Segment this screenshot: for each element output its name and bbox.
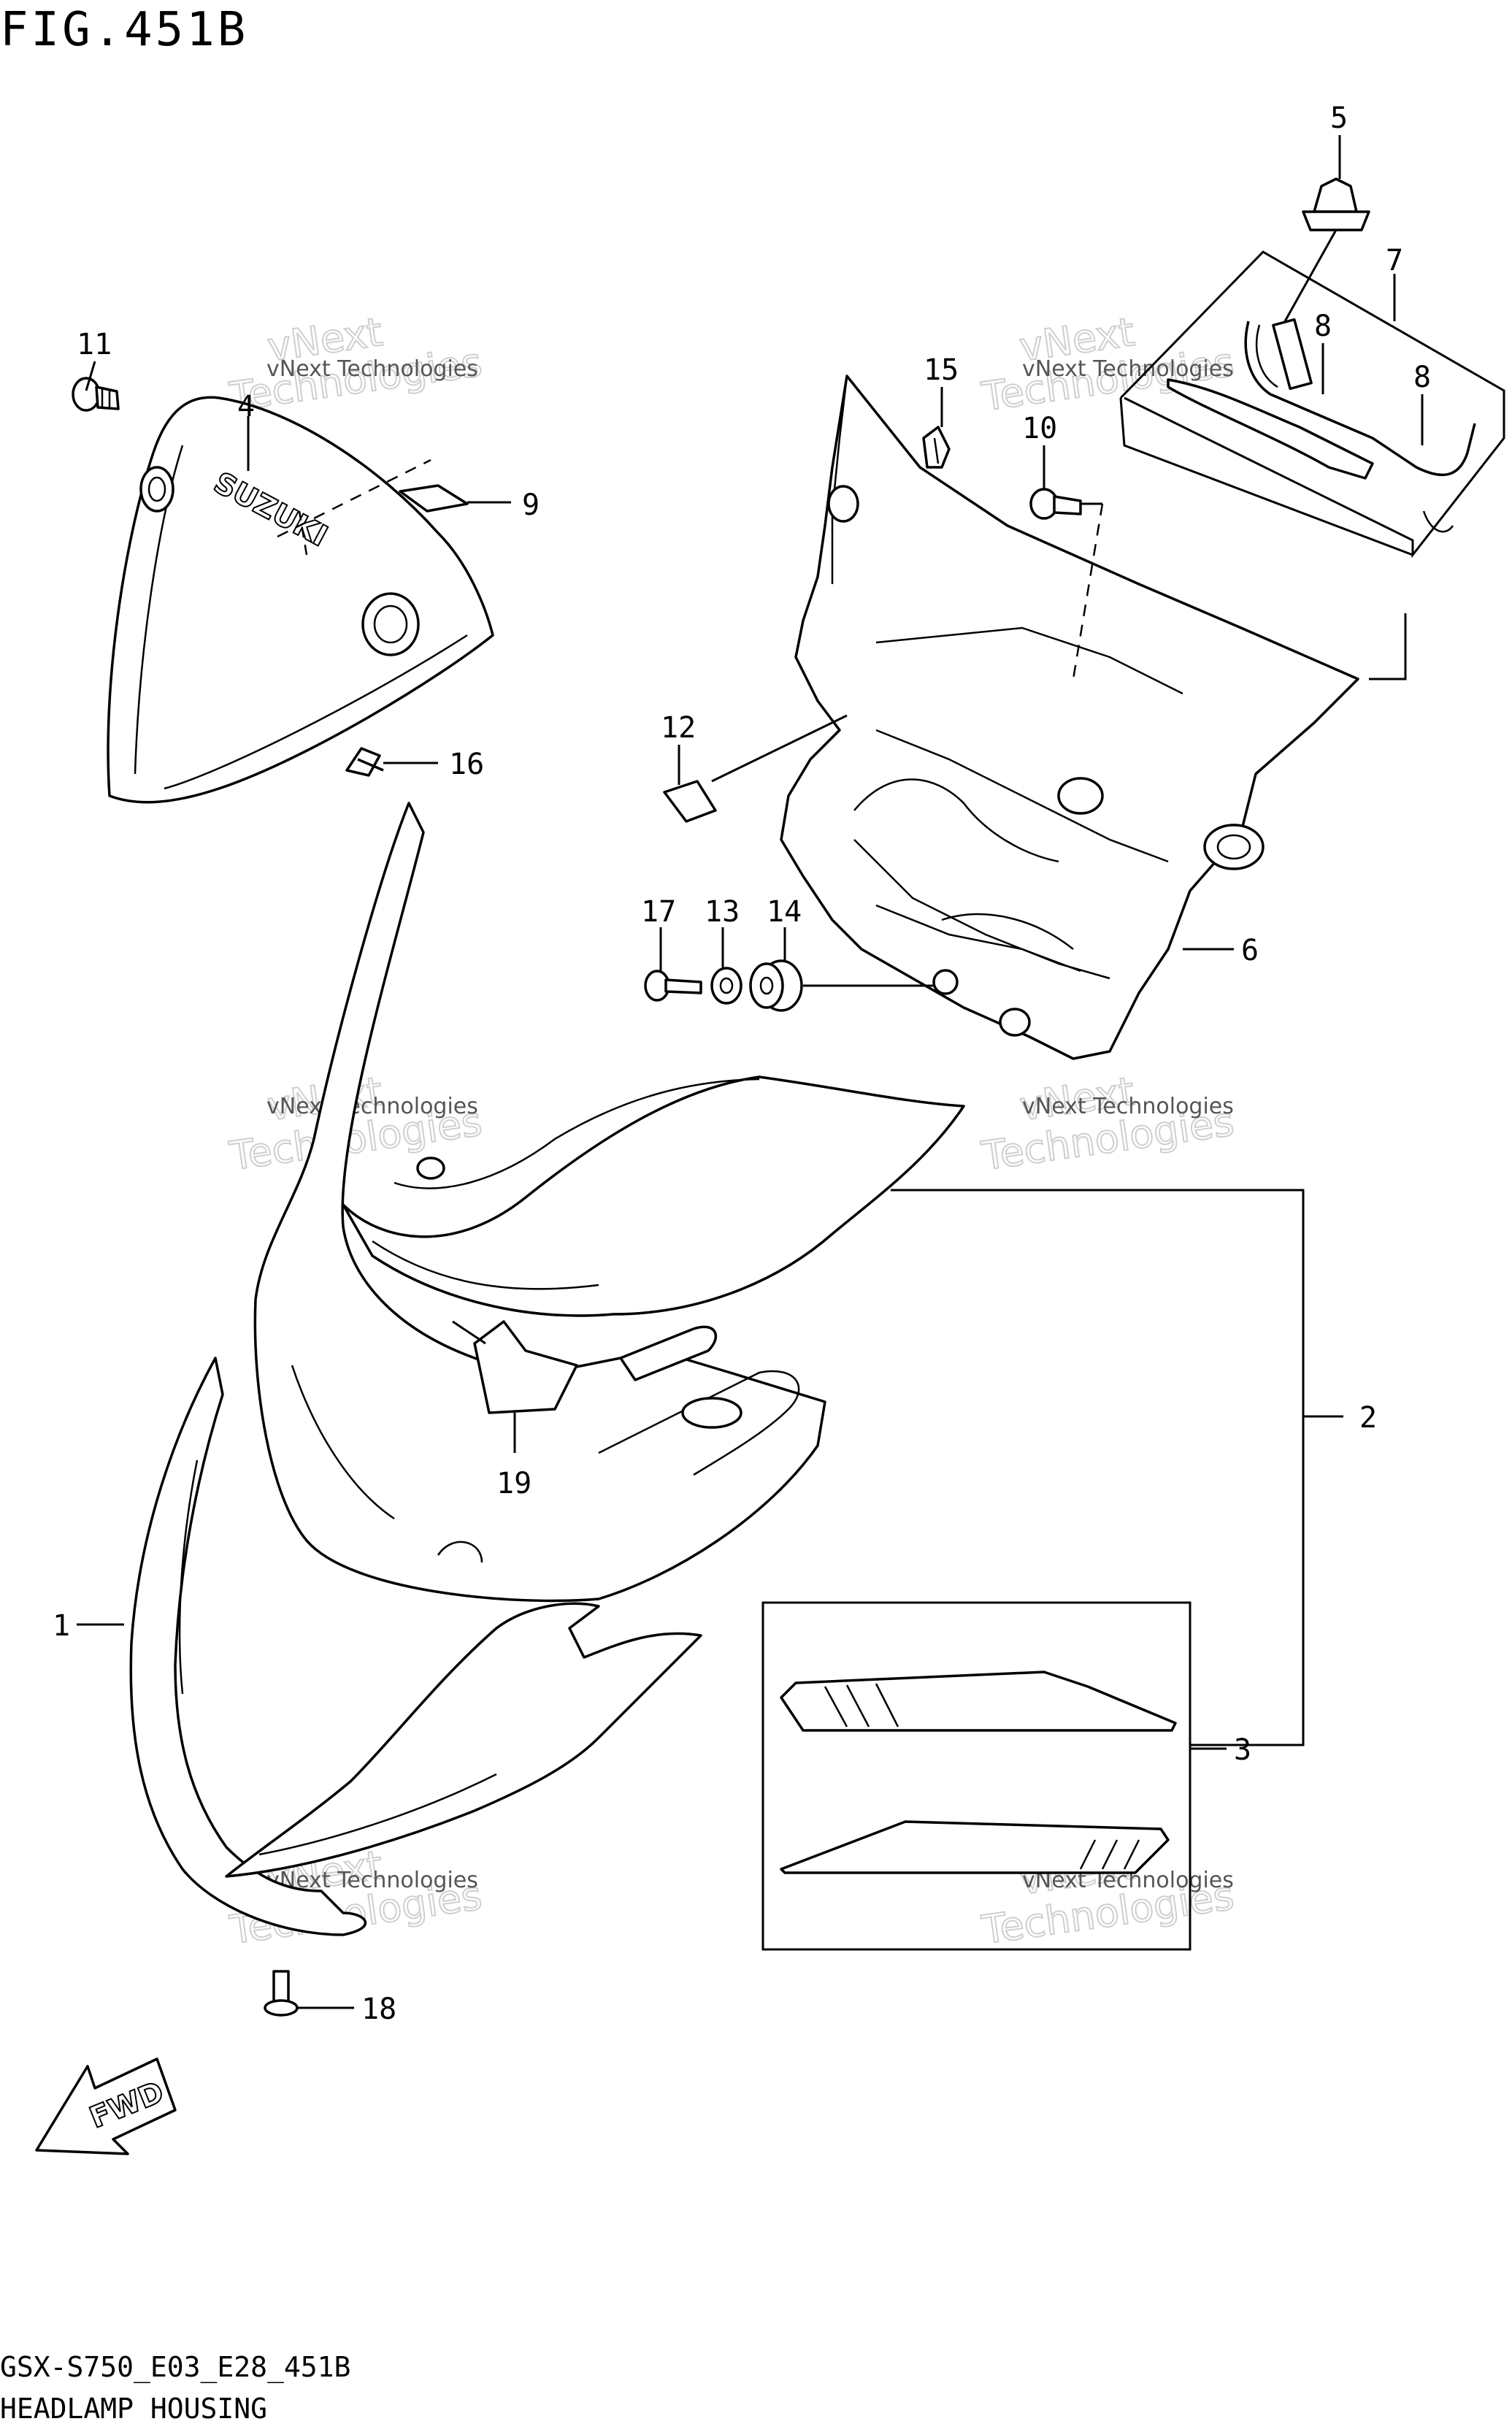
part-16-clip <box>345 747 384 777</box>
callout-3: 3 <box>1234 1733 1251 1767</box>
fwd-arrow-icon: FWD <box>35 2057 177 2155</box>
part-15-rivet <box>922 426 951 469</box>
watermark-text: vNext Technologies <box>1022 356 1234 382</box>
callout-15: 15 <box>924 353 959 387</box>
part-3-box <box>761 1601 1191 1951</box>
callout-17: 17 <box>641 895 676 929</box>
callout-9: 9 <box>522 488 540 522</box>
callout-7: 7 <box>1386 244 1403 277</box>
callout-5: 5 <box>1330 101 1348 135</box>
watermark-text: vNext Technologies <box>266 356 478 382</box>
part-7-box <box>1119 250 1505 559</box>
footer-caption: HEADLAMP HOUSING <box>0 2393 267 2424</box>
part-14-grommet <box>749 959 803 1012</box>
callout-18: 18 <box>361 1992 396 2026</box>
callout-4: 4 <box>237 390 255 423</box>
callout-19: 19 <box>496 1467 531 1500</box>
part-9-plate <box>399 484 469 513</box>
callout-10: 10 <box>1022 412 1057 445</box>
figure-title: FIG.451B <box>0 3 248 57</box>
part-1-lower-cowl <box>129 1357 702 1936</box>
callout-12: 12 <box>661 711 696 745</box>
part-18-screw <box>264 1970 299 2017</box>
footer-code: GSX-S750_E03_E28_451B <box>0 2351 350 2384</box>
callout-14: 14 <box>767 895 802 929</box>
decal-box <box>761 1601 1191 1951</box>
callout-16: 16 <box>449 748 484 781</box>
decal-upper <box>780 1671 1177 1732</box>
callout-1: 1 <box>53 1609 70 1643</box>
watermark-text: vNext Technologies <box>266 1094 478 1119</box>
callout-labels: 1 2 3 4 5 6 7 8 8 9 10 11 12 13 14 15 16… <box>53 101 1431 2026</box>
part-2-cowl <box>253 802 965 1603</box>
part-11-bolt <box>72 377 120 412</box>
leader-lines <box>77 135 1424 2009</box>
callout-8b: 8 <box>1413 361 1431 394</box>
part-6-housing <box>780 375 1359 1060</box>
callout-8a: 8 <box>1314 310 1332 343</box>
callout-2: 2 <box>1359 1401 1377 1435</box>
callout-11: 11 <box>77 328 112 361</box>
watermark-text: vNext Technologies <box>1022 1094 1234 1119</box>
part-17-bolt <box>644 970 702 1002</box>
callout-6: 6 <box>1241 934 1259 967</box>
part-5-pushnut <box>1302 177 1370 231</box>
part-13-washer <box>710 967 742 1005</box>
callout-13: 13 <box>705 895 740 929</box>
part-12-clip <box>663 780 717 823</box>
part-visor: SUZUKI <box>107 396 494 804</box>
decal-lower <box>780 1820 1170 1874</box>
part-10-bolt <box>1029 488 1082 520</box>
